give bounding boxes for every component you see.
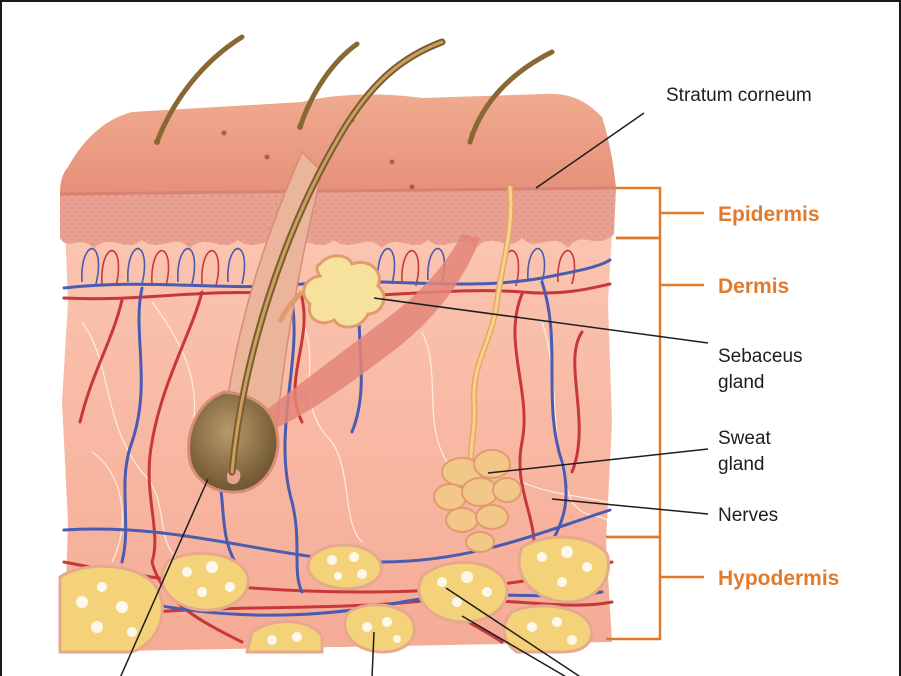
label-sebaceus-line2: gland	[718, 372, 765, 393]
hypodermis-bracket	[606, 537, 660, 639]
label-stratum-corneum: Stratum corneum	[666, 85, 812, 106]
label-nerves: Nerves	[718, 505, 778, 526]
label-hypodermis: Hypodermis	[718, 567, 839, 590]
layer-brackets	[606, 188, 704, 639]
label-sebaceus-line1: Sebaceus	[718, 346, 803, 367]
label-sweat-line2: gland	[718, 454, 765, 475]
epidermis-bracket	[616, 188, 660, 238]
label-sweat-line1: Sweat	[718, 428, 772, 449]
label-dermis: Dermis	[718, 275, 789, 298]
label-epidermis: Epidermis	[718, 203, 820, 226]
dermis-bracket	[606, 238, 660, 537]
